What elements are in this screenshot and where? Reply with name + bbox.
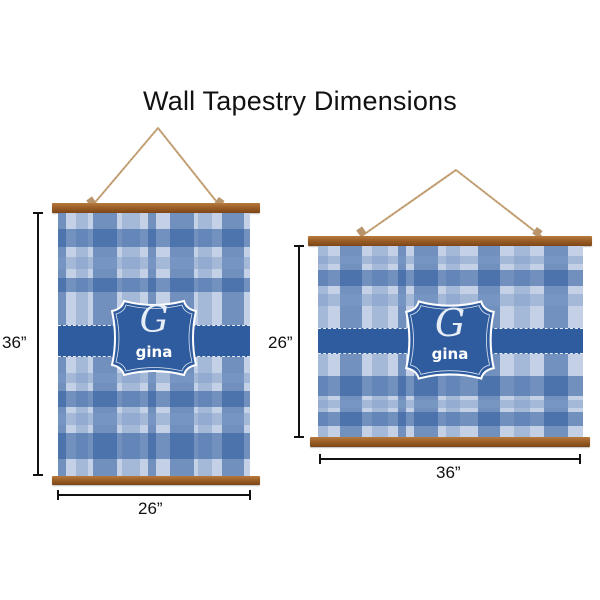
bottom-dowel <box>52 476 260 485</box>
bottom-dowel <box>310 437 590 447</box>
width-label: 26” <box>138 499 163 518</box>
height-dimension-line <box>298 245 300 437</box>
monogram-name: gina <box>431 345 469 363</box>
height-label: 26” <box>268 333 293 352</box>
monogram-letter: G <box>139 300 169 341</box>
height-dimension-line <box>37 212 39 475</box>
width-label: 36” <box>436 463 461 482</box>
top-dowel <box>308 236 592 246</box>
monogram-letter: G <box>434 301 466 345</box>
monogram-badge <box>110 299 198 377</box>
height-label: 36” <box>2 333 27 352</box>
width-dimension-line <box>319 458 580 460</box>
plaid-fabric: G gina <box>318 246 583 437</box>
width-dimension-line <box>57 494 250 496</box>
monogram-name: gina <box>135 343 173 361</box>
page-title: Wall Tapestry Dimensions <box>143 86 457 116</box>
plaid-fabric: G gina <box>58 213 250 476</box>
monogram-badge <box>405 300 495 380</box>
top-dowel <box>52 203 260 213</box>
